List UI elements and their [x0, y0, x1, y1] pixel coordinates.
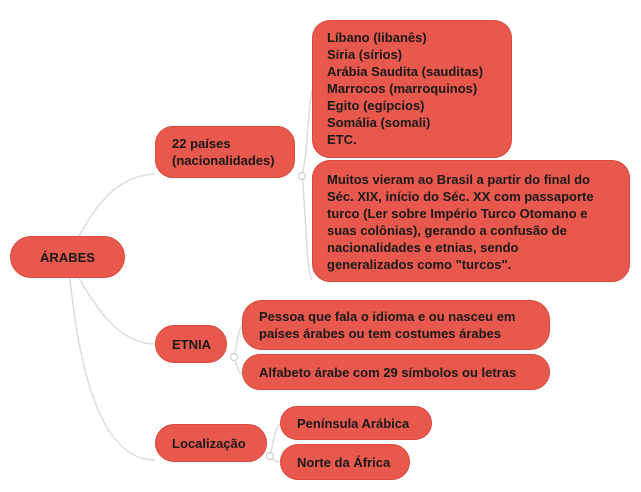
leaf-node-ethnicity-definition[interactable]: Pessoa que fala o idioma e ou nasceu em …	[242, 300, 550, 350]
connector-countries-history	[301, 175, 313, 281]
connector-countries-list	[301, 89, 313, 177]
leaf-node-immigration-history[interactable]: Muitos vieram ao Brasil a partir do fina…	[312, 160, 630, 282]
connector-root-location	[67, 257, 156, 461]
connector-ethnicity-definition	[233, 325, 243, 358]
leaf-node-arabian-peninsula[interactable]: Península Arábica	[280, 406, 432, 440]
leaf-node-arabic-alphabet[interactable]: Alfabeto árabe com 29 símbolos ou letras	[242, 354, 550, 390]
collapse-handle-ethnicity[interactable]	[230, 353, 238, 361]
collapse-handle-location[interactable]	[266, 452, 274, 460]
collapse-handle-countries[interactable]	[298, 172, 306, 180]
branch-node-ethnicity[interactable]: ETNIA	[155, 325, 227, 363]
leaf-node-north-africa[interactable]: Norte da África	[280, 444, 410, 480]
branch-node-location[interactable]: Localização	[155, 424, 267, 462]
connector-location-peninsula	[269, 423, 281, 457]
leaf-node-country-list[interactable]: Líbano (libanês) Síria (sírios) Arábia S…	[312, 20, 512, 158]
branch-node-countries[interactable]: 22 países (nacionalidades)	[155, 126, 295, 178]
root-node-arabes[interactable]: ÁRABES	[10, 236, 125, 278]
